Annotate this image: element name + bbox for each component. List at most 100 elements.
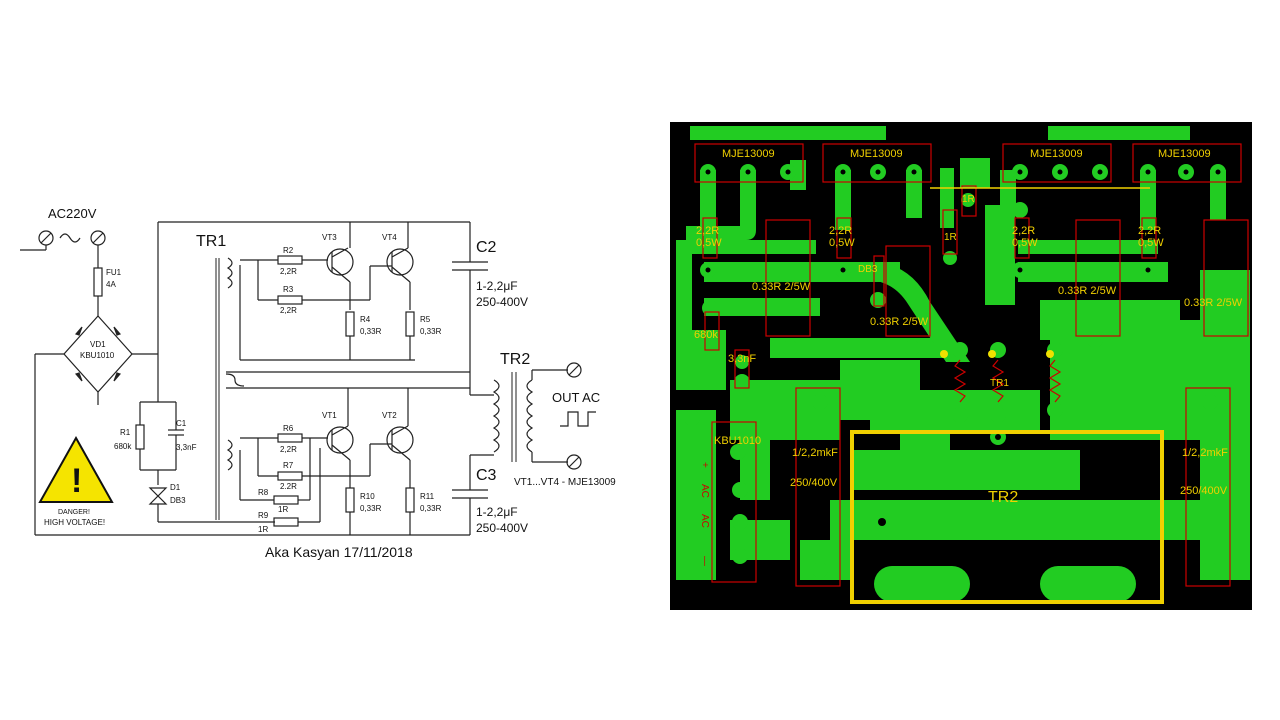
r4-ref: R4 bbox=[360, 315, 371, 324]
ac-input-label: AC220V bbox=[48, 206, 97, 221]
vt2-transistor bbox=[386, 426, 414, 454]
pcb-db3: DB3 bbox=[858, 264, 878, 275]
schematic-diagram: AC220V FU1 4A VD1 KBU1010 ! DANGER! HIGH… bbox=[20, 206, 616, 560]
pcb-r033-1: 0.33R 2/5W bbox=[752, 281, 811, 293]
r9-ref: R9 bbox=[258, 511, 269, 520]
c3-label: C3 bbox=[476, 467, 497, 484]
pcb-r05w-3: 0,5W bbox=[1012, 237, 1038, 249]
pcb-r1r-1: 1R bbox=[962, 194, 975, 205]
r5-ref: R5 bbox=[420, 315, 431, 324]
copper-layer bbox=[676, 126, 1250, 602]
pcb-tr2: TR2 bbox=[988, 489, 1018, 506]
r11-ref: R11 bbox=[420, 492, 435, 501]
r9-value: 1R bbox=[258, 525, 268, 534]
r5-value: 0,33R bbox=[420, 327, 442, 336]
out-terminal-top bbox=[566, 362, 582, 378]
pcb-ac-1: AC bbox=[699, 484, 710, 498]
vt-label-4: MJE13009 bbox=[1158, 148, 1211, 160]
pcb-r033-4: 0.33R 2/5W bbox=[1184, 297, 1243, 309]
component-outlines bbox=[694, 143, 1249, 587]
bridge-value: KBU1010 bbox=[80, 351, 115, 360]
vt3-transistor bbox=[326, 248, 354, 276]
pcb-r22-3: 2,2R bbox=[1012, 225, 1035, 237]
diac-db3 bbox=[148, 487, 168, 505]
r2-value: 2,2R bbox=[280, 267, 297, 276]
r3-value: 2,2R bbox=[280, 306, 297, 315]
author-credit: Aka Kasyan 17/11/2018 bbox=[265, 544, 413, 560]
vt4-transistor bbox=[386, 248, 414, 276]
c1-ref: C1 bbox=[176, 419, 187, 428]
r1-value: 680k bbox=[114, 442, 132, 451]
r10-ref: R10 bbox=[360, 492, 375, 501]
r11-resistor bbox=[405, 487, 415, 513]
ac-sine-icon bbox=[59, 233, 81, 243]
vt-outline-1 bbox=[694, 143, 804, 183]
r1-ref: R1 bbox=[120, 428, 131, 437]
vt3-ref: VT3 bbox=[322, 233, 337, 242]
r10-resistor bbox=[345, 487, 355, 513]
r8-value: 1R bbox=[278, 505, 288, 514]
tr1-winding-bottom bbox=[226, 439, 233, 471]
pcb-r033-3: 0.33R 2/5W bbox=[1058, 285, 1117, 297]
silkscreen-text: MJE13009 MJE13009 MJE13009 MJE13009 2,2R… bbox=[694, 148, 1243, 506]
r4-value: 0,33R bbox=[360, 327, 382, 336]
vt-outline-4 bbox=[1132, 143, 1242, 183]
tr1-winding-top bbox=[226, 257, 233, 289]
r8-ref: R8 bbox=[258, 488, 269, 497]
pcb-plus: + bbox=[699, 462, 710, 468]
pcb-r22-2: 2,2R bbox=[829, 225, 852, 237]
vt1-ref: VT1 bbox=[322, 411, 337, 420]
bridge-ref: VD1 bbox=[90, 340, 106, 349]
pcb-tr1: TR1 bbox=[990, 378, 1009, 389]
r6-value: 2,2R bbox=[280, 445, 297, 454]
pcb-r22-4: 2,2R bbox=[1138, 225, 1161, 237]
out-terminal-bottom bbox=[566, 454, 582, 470]
c2-voltage: 250-400V bbox=[476, 295, 528, 309]
tr2-primary bbox=[492, 379, 500, 453]
fuse-value: 4A bbox=[106, 280, 116, 289]
r7-resistor bbox=[277, 471, 303, 481]
vt2-ref: VT2 bbox=[382, 411, 397, 420]
fuse-symbol bbox=[93, 267, 103, 297]
r10-value: 0,33R bbox=[360, 504, 382, 513]
vt1-transistor bbox=[326, 426, 354, 454]
pcb-r680k: 680k bbox=[694, 329, 718, 341]
warning-text-2: HIGH VOLTAGE! bbox=[44, 518, 105, 527]
pcb-r033-2: 0.33R 2/5W bbox=[870, 316, 929, 328]
ac-markings: + AC AC — bbox=[699, 462, 710, 566]
pcb-pads bbox=[684, 164, 1226, 578]
vt-label-1: MJE13009 bbox=[722, 148, 775, 160]
vt-label-2: MJE13009 bbox=[850, 148, 903, 160]
pcb-cap-volt-right: 250/400V bbox=[1180, 485, 1228, 497]
tr2-outline bbox=[850, 430, 1164, 604]
fuse-ref: FU1 bbox=[106, 268, 122, 277]
vt-label-3: MJE13009 bbox=[1030, 148, 1083, 160]
warning-icon bbox=[38, 435, 114, 503]
r9-resistor bbox=[273, 517, 299, 527]
r1-resistor bbox=[135, 424, 145, 450]
svg-text:!: ! bbox=[71, 462, 82, 500]
vt-outline-2 bbox=[822, 143, 932, 183]
vt4-ref: VT4 bbox=[382, 233, 397, 242]
pcb-r05w-4: 0,5W bbox=[1138, 237, 1164, 249]
r2-ref: R2 bbox=[283, 246, 294, 255]
pad-holes bbox=[705, 169, 1221, 526]
pcb-r05w-2: 0,5W bbox=[829, 237, 855, 249]
r6-resistor bbox=[277, 433, 303, 443]
r8-resistor bbox=[273, 495, 299, 505]
pcb-r1r-2: 1R bbox=[944, 232, 957, 243]
tr1-label: TR1 bbox=[196, 233, 226, 250]
r11-value: 0,33R bbox=[420, 504, 442, 513]
c2-value: 1-2,2μF bbox=[476, 279, 518, 293]
square-wave-icon bbox=[560, 411, 596, 427]
r3-resistor bbox=[277, 295, 303, 305]
c3-voltage: 250-400V bbox=[476, 521, 528, 535]
r7-ref: R7 bbox=[283, 461, 294, 470]
pcb-ac-2: AC bbox=[699, 514, 710, 528]
c3-value: 1-2,2μF bbox=[476, 505, 518, 519]
r2-resistor bbox=[277, 255, 303, 265]
pcb-cap-val-right: 1/2,2mkF bbox=[1182, 447, 1228, 459]
pcb-r05w-1: 0,5W bbox=[696, 237, 722, 249]
r7-value: 2.2R bbox=[280, 482, 297, 491]
